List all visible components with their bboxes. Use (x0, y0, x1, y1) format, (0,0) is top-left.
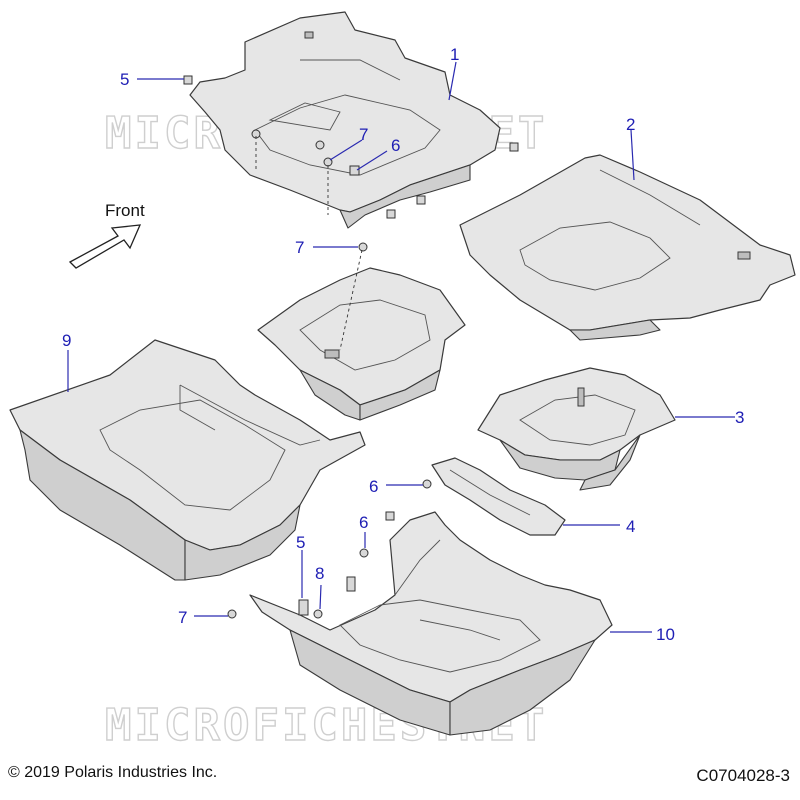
callout-2: 2 (626, 115, 635, 134)
callout-9: 9 (62, 331, 71, 350)
figure-code: C0704028-3 (696, 766, 790, 785)
callout-7: 7 (359, 125, 368, 144)
leader-lines (67, 61, 735, 633)
part-4-bracket (431, 457, 566, 536)
callout-7: 7 (178, 608, 187, 627)
callout-3: 3 (735, 408, 744, 427)
callout-10: 10 (656, 625, 675, 644)
part-9-storage-bin (9, 339, 366, 581)
part-3-storage-bin (477, 367, 676, 491)
fasteners (183, 75, 519, 619)
part-10-storage-bin (249, 511, 613, 736)
part-1-floor-panel (189, 11, 501, 229)
callouts: 5 1 7 6 2 7 9 3 6 4 6 5 8 7 10 (62, 45, 744, 644)
assembly-lines (255, 136, 363, 351)
callout-6: 6 (369, 477, 378, 496)
callout-5: 5 (120, 70, 129, 89)
callout-5: 5 (296, 533, 305, 552)
front-arrow: Front (68, 201, 145, 269)
callout-4: 4 (626, 517, 635, 536)
front-label: Front (105, 201, 145, 220)
callout-8: 8 (315, 564, 324, 583)
front-arrow-icon (68, 224, 142, 269)
callout-1: 1 (450, 45, 459, 64)
callout-7: 7 (295, 238, 304, 257)
callout-6: 6 (359, 513, 368, 532)
callout-6: 6 (391, 136, 400, 155)
copyright-notice: © 2019 Polaris Industries Inc. (8, 764, 218, 781)
part-2-floor-panel (459, 154, 796, 341)
center-storage-bin (257, 267, 466, 421)
